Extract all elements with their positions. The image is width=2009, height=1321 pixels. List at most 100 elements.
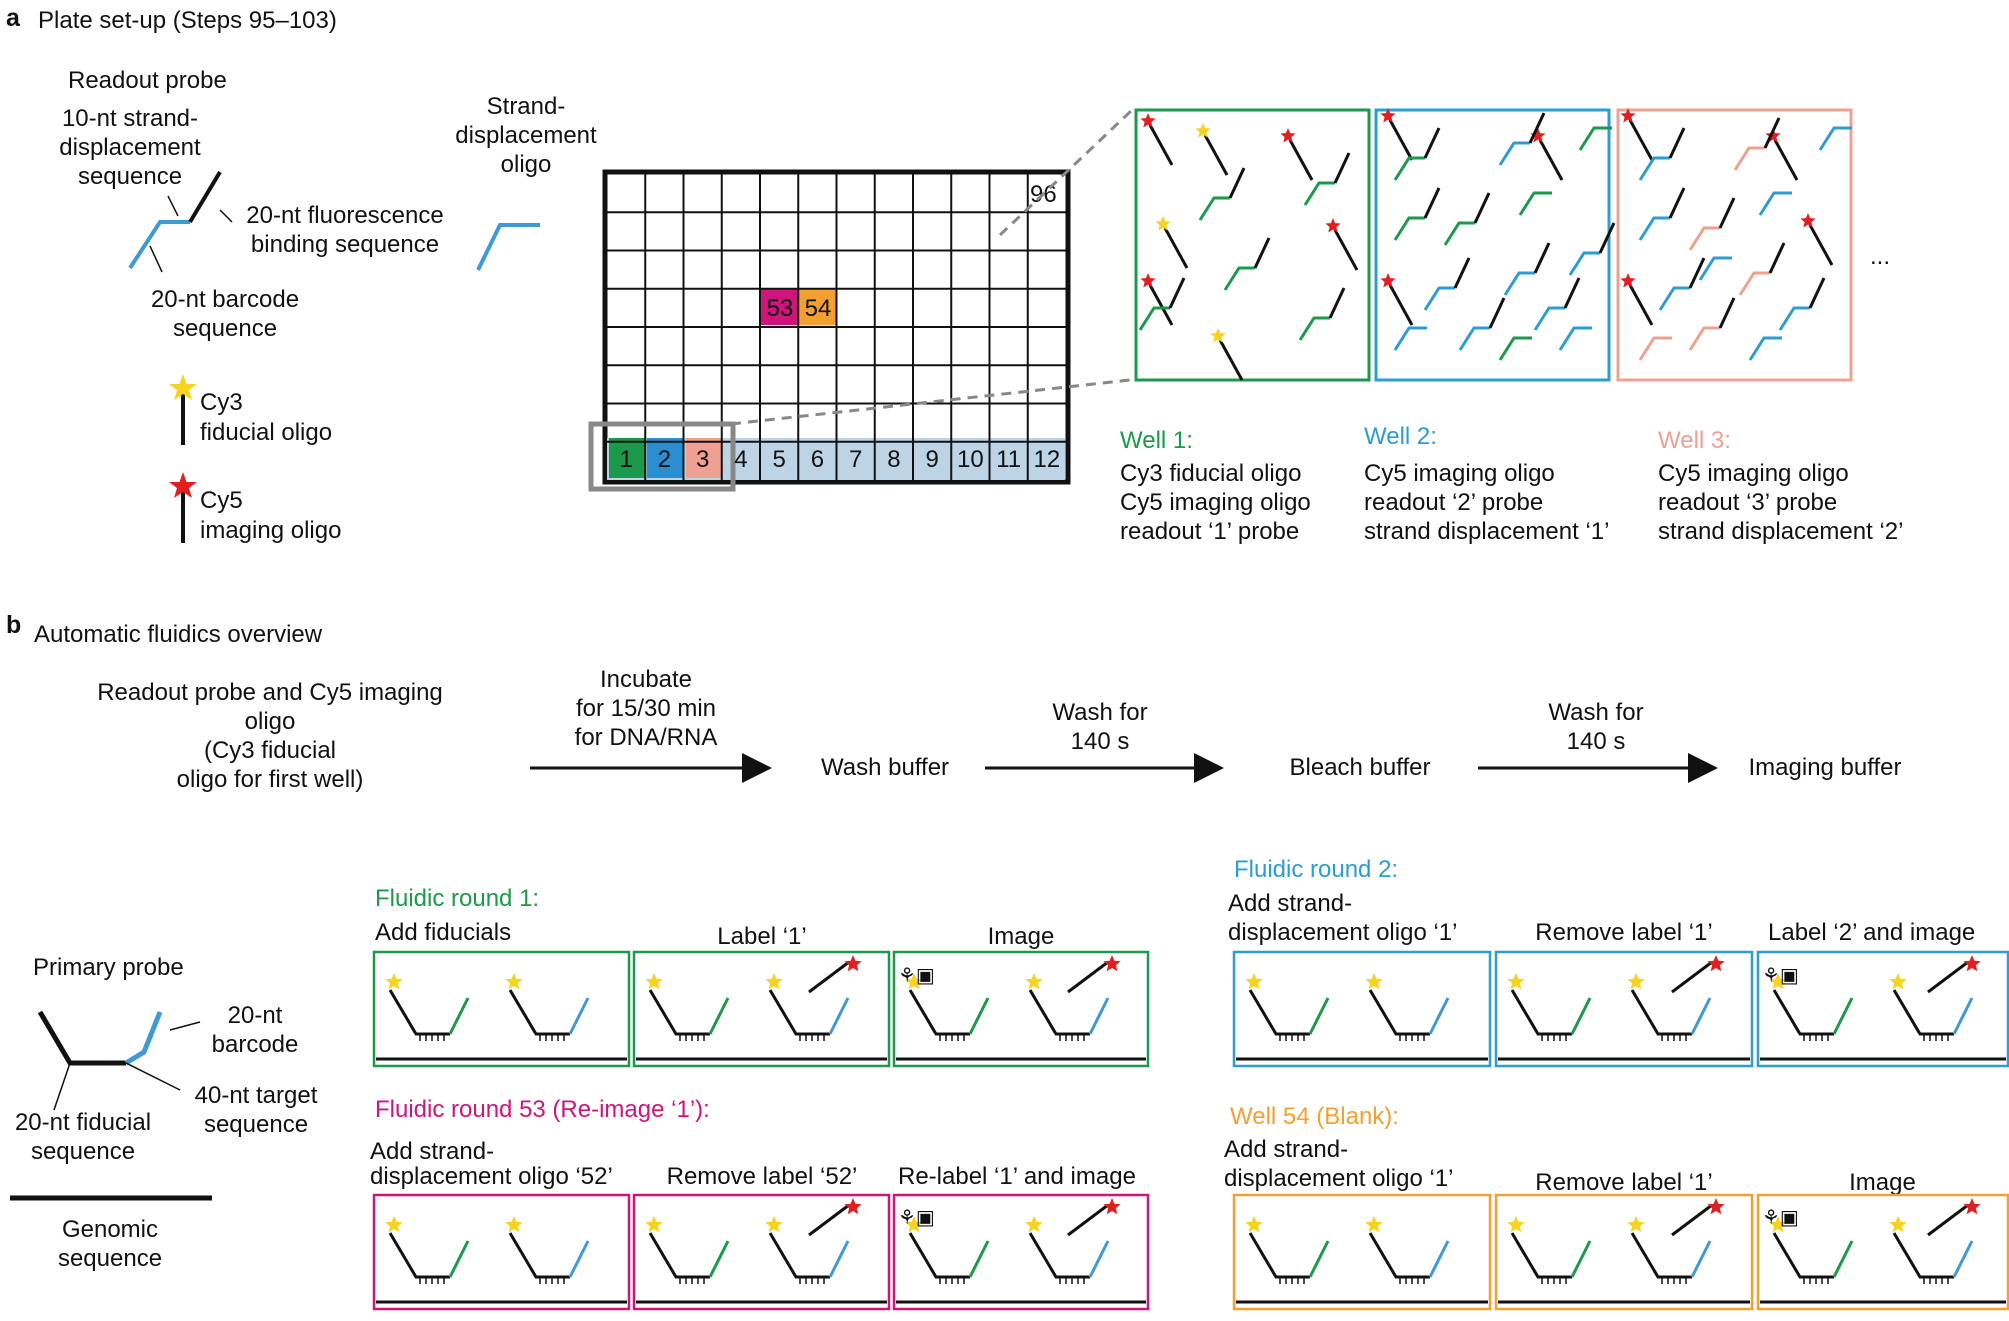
well-54-label-1b: displacement oligo ‘1’	[1224, 1165, 1454, 1192]
step1-line-3: (Cy3 fiducial	[203, 737, 337, 764]
well-1-title: Well 1:	[1120, 427, 1193, 454]
round-box	[892, 950, 1150, 1068]
strand-disp-seq-label-3: sequence	[77, 163, 183, 190]
plate-row-label: 4	[734, 446, 747, 473]
round-2-label-1b: displacement oligo ‘1’	[1228, 919, 1458, 946]
round-box	[1494, 950, 1754, 1068]
barcode-label-1: 20-nt	[227, 1002, 283, 1029]
genomic-label-2: sequence	[57, 1245, 163, 1272]
round-2-label-2: Remove label ‘1’	[1535, 919, 1713, 946]
target-label-2: sequence	[203, 1111, 309, 1138]
well-3-line-1: Cy5 imaging oligo	[1658, 460, 1849, 487]
strand-disp-oligo-label-3: oligo	[500, 151, 552, 178]
well-2-zoom	[1374, 108, 1611, 382]
plate-row-label: 7	[849, 446, 862, 473]
cy5-label-2: imaging oligo	[200, 517, 342, 544]
round-box	[892, 1193, 1150, 1311]
plate-row-label: 3	[696, 446, 709, 473]
well-1-line-2: Cy5 imaging oligo	[1120, 489, 1311, 516]
primary-probe-label: Primary probe	[33, 954, 184, 981]
step2-label: Wash buffer	[820, 754, 950, 781]
well-3-line-3: strand displacement ‘2’	[1658, 518, 1904, 545]
well-3-title: Well 3:	[1658, 427, 1731, 454]
fluor-binding-label-1: 20-nt fluorescence	[246, 202, 444, 229]
primary-probe-diagram	[10, 1010, 212, 1201]
target-label-1: 40-nt target	[194, 1082, 318, 1109]
arrow3-line-2: 140 s	[1566, 728, 1626, 755]
arrow1-line-3: for DNA/RNA	[574, 724, 718, 751]
well-54-label-1a: Add strand-	[1224, 1136, 1349, 1163]
plate-row-label: 11	[996, 446, 1021, 473]
round-2-title: Fluidic round 2:	[1234, 856, 1399, 883]
round-53-label-1b: displacement oligo ‘52’	[370, 1163, 613, 1190]
cy3-label-1: Cy3	[200, 389, 243, 416]
plate-row-label: 2	[658, 446, 671, 473]
step4-label: Imaging buffer	[1748, 754, 1902, 781]
round-box	[1232, 950, 1492, 1068]
round-1-label-1: Add fiducials	[375, 919, 512, 946]
round-53-title: Fluidic round 53 (Re-image ‘1’):	[375, 1096, 710, 1123]
well-53-label: 53	[767, 295, 794, 322]
round-1-title: Fluidic round 1:	[375, 885, 540, 912]
cy3-oligo-diagram	[169, 374, 197, 445]
fiducial-seq-label-1: 20-nt fiducial	[14, 1109, 152, 1136]
cy3-label-2: fiducial oligo	[200, 419, 333, 446]
microscope-camera-icon: ⚘▣	[1762, 1205, 1799, 1229]
panel-a-title: Plate set-up (Steps 95–103)	[38, 7, 337, 34]
readout-probe-label: Readout probe	[68, 67, 227, 94]
arrow3-line-1: Wash for	[1548, 699, 1644, 726]
panel-b-title: Automatic fluidics overview	[34, 621, 323, 648]
fiducial-seq-label-2: sequence	[30, 1138, 136, 1165]
panel-b-letter: b	[6, 611, 22, 639]
plate-row-label: 10	[957, 446, 984, 473]
round-2-label-1a: Add strand-	[1228, 890, 1353, 917]
round-box	[632, 950, 891, 1068]
strand-disp-oligo-label-2: displacement	[455, 122, 597, 149]
well-54-title: Well 54 (Blank):	[1230, 1103, 1399, 1130]
round-1-label-3: Image	[987, 923, 1055, 950]
arrow2-line-2: 140 s	[1070, 728, 1130, 755]
step1-line-1: Readout probe and Cy5 imaging	[97, 679, 443, 706]
round-1-label-2: Label ‘1’	[717, 923, 807, 950]
fluor-binding-label-2: binding sequence	[250, 231, 440, 258]
well-54-label-2: Remove label ‘1’	[1535, 1169, 1713, 1196]
round-box	[1232, 1193, 1492, 1311]
round-box	[1756, 950, 2009, 1068]
strand-disp-oligo-label-1: Strand-	[486, 93, 566, 120]
plate-row-label: 5	[772, 446, 785, 473]
microscope-camera-icon: ⚘▣	[898, 1205, 935, 1229]
round-box	[372, 1193, 631, 1311]
arrow1-line-1: Incubate	[599, 666, 693, 693]
step1-line-2: oligo	[244, 708, 296, 735]
cy5-oligo-diagram	[169, 472, 197, 543]
step3-label: Bleach buffer	[1289, 754, 1431, 781]
strand-disp-seq-label-2: displacement	[59, 134, 201, 161]
plate-row-label: 1	[619, 446, 632, 473]
plate-row-label: 6	[811, 446, 824, 473]
well-2-line-2: readout ‘2’ probe	[1364, 489, 1544, 516]
arrow1-line-2: for 15/30 min	[575, 695, 717, 722]
well-2-line-1: Cy5 imaging oligo	[1364, 460, 1555, 487]
strand-disp-seq-label-1: 10-nt strand-	[61, 105, 199, 132]
well-2-title: Well 2:	[1364, 423, 1437, 450]
well-3-zoom	[1616, 108, 1853, 382]
well-1-line-1: Cy3 fiducial oligo	[1120, 460, 1302, 487]
round-box	[1494, 1193, 1754, 1311]
readout-probe-diagram	[128, 170, 233, 273]
well-54-label-3: Image	[1849, 1169, 1916, 1196]
well-1-line-3: readout ‘1’ probe	[1120, 518, 1300, 545]
round-53-label-1a: Add strand-	[370, 1138, 495, 1165]
round-box	[372, 950, 631, 1068]
ellipsis: ...	[1870, 243, 1891, 270]
well-3-line-2: readout ‘3’ probe	[1658, 489, 1838, 516]
arrow2-line-1: Wash for	[1052, 699, 1148, 726]
round-box	[632, 1193, 891, 1311]
barcode-seq-label-2: sequence	[172, 315, 278, 342]
well-54-label: 54	[805, 295, 832, 322]
plate-row-label: 8	[887, 446, 900, 473]
microscope-camera-icon: ⚘▣	[1762, 963, 1799, 987]
round-53-label-2: Remove label ‘52’	[666, 1163, 858, 1190]
well-1-zoom	[1134, 108, 1371, 382]
cy5-label-1: Cy5	[200, 487, 243, 514]
